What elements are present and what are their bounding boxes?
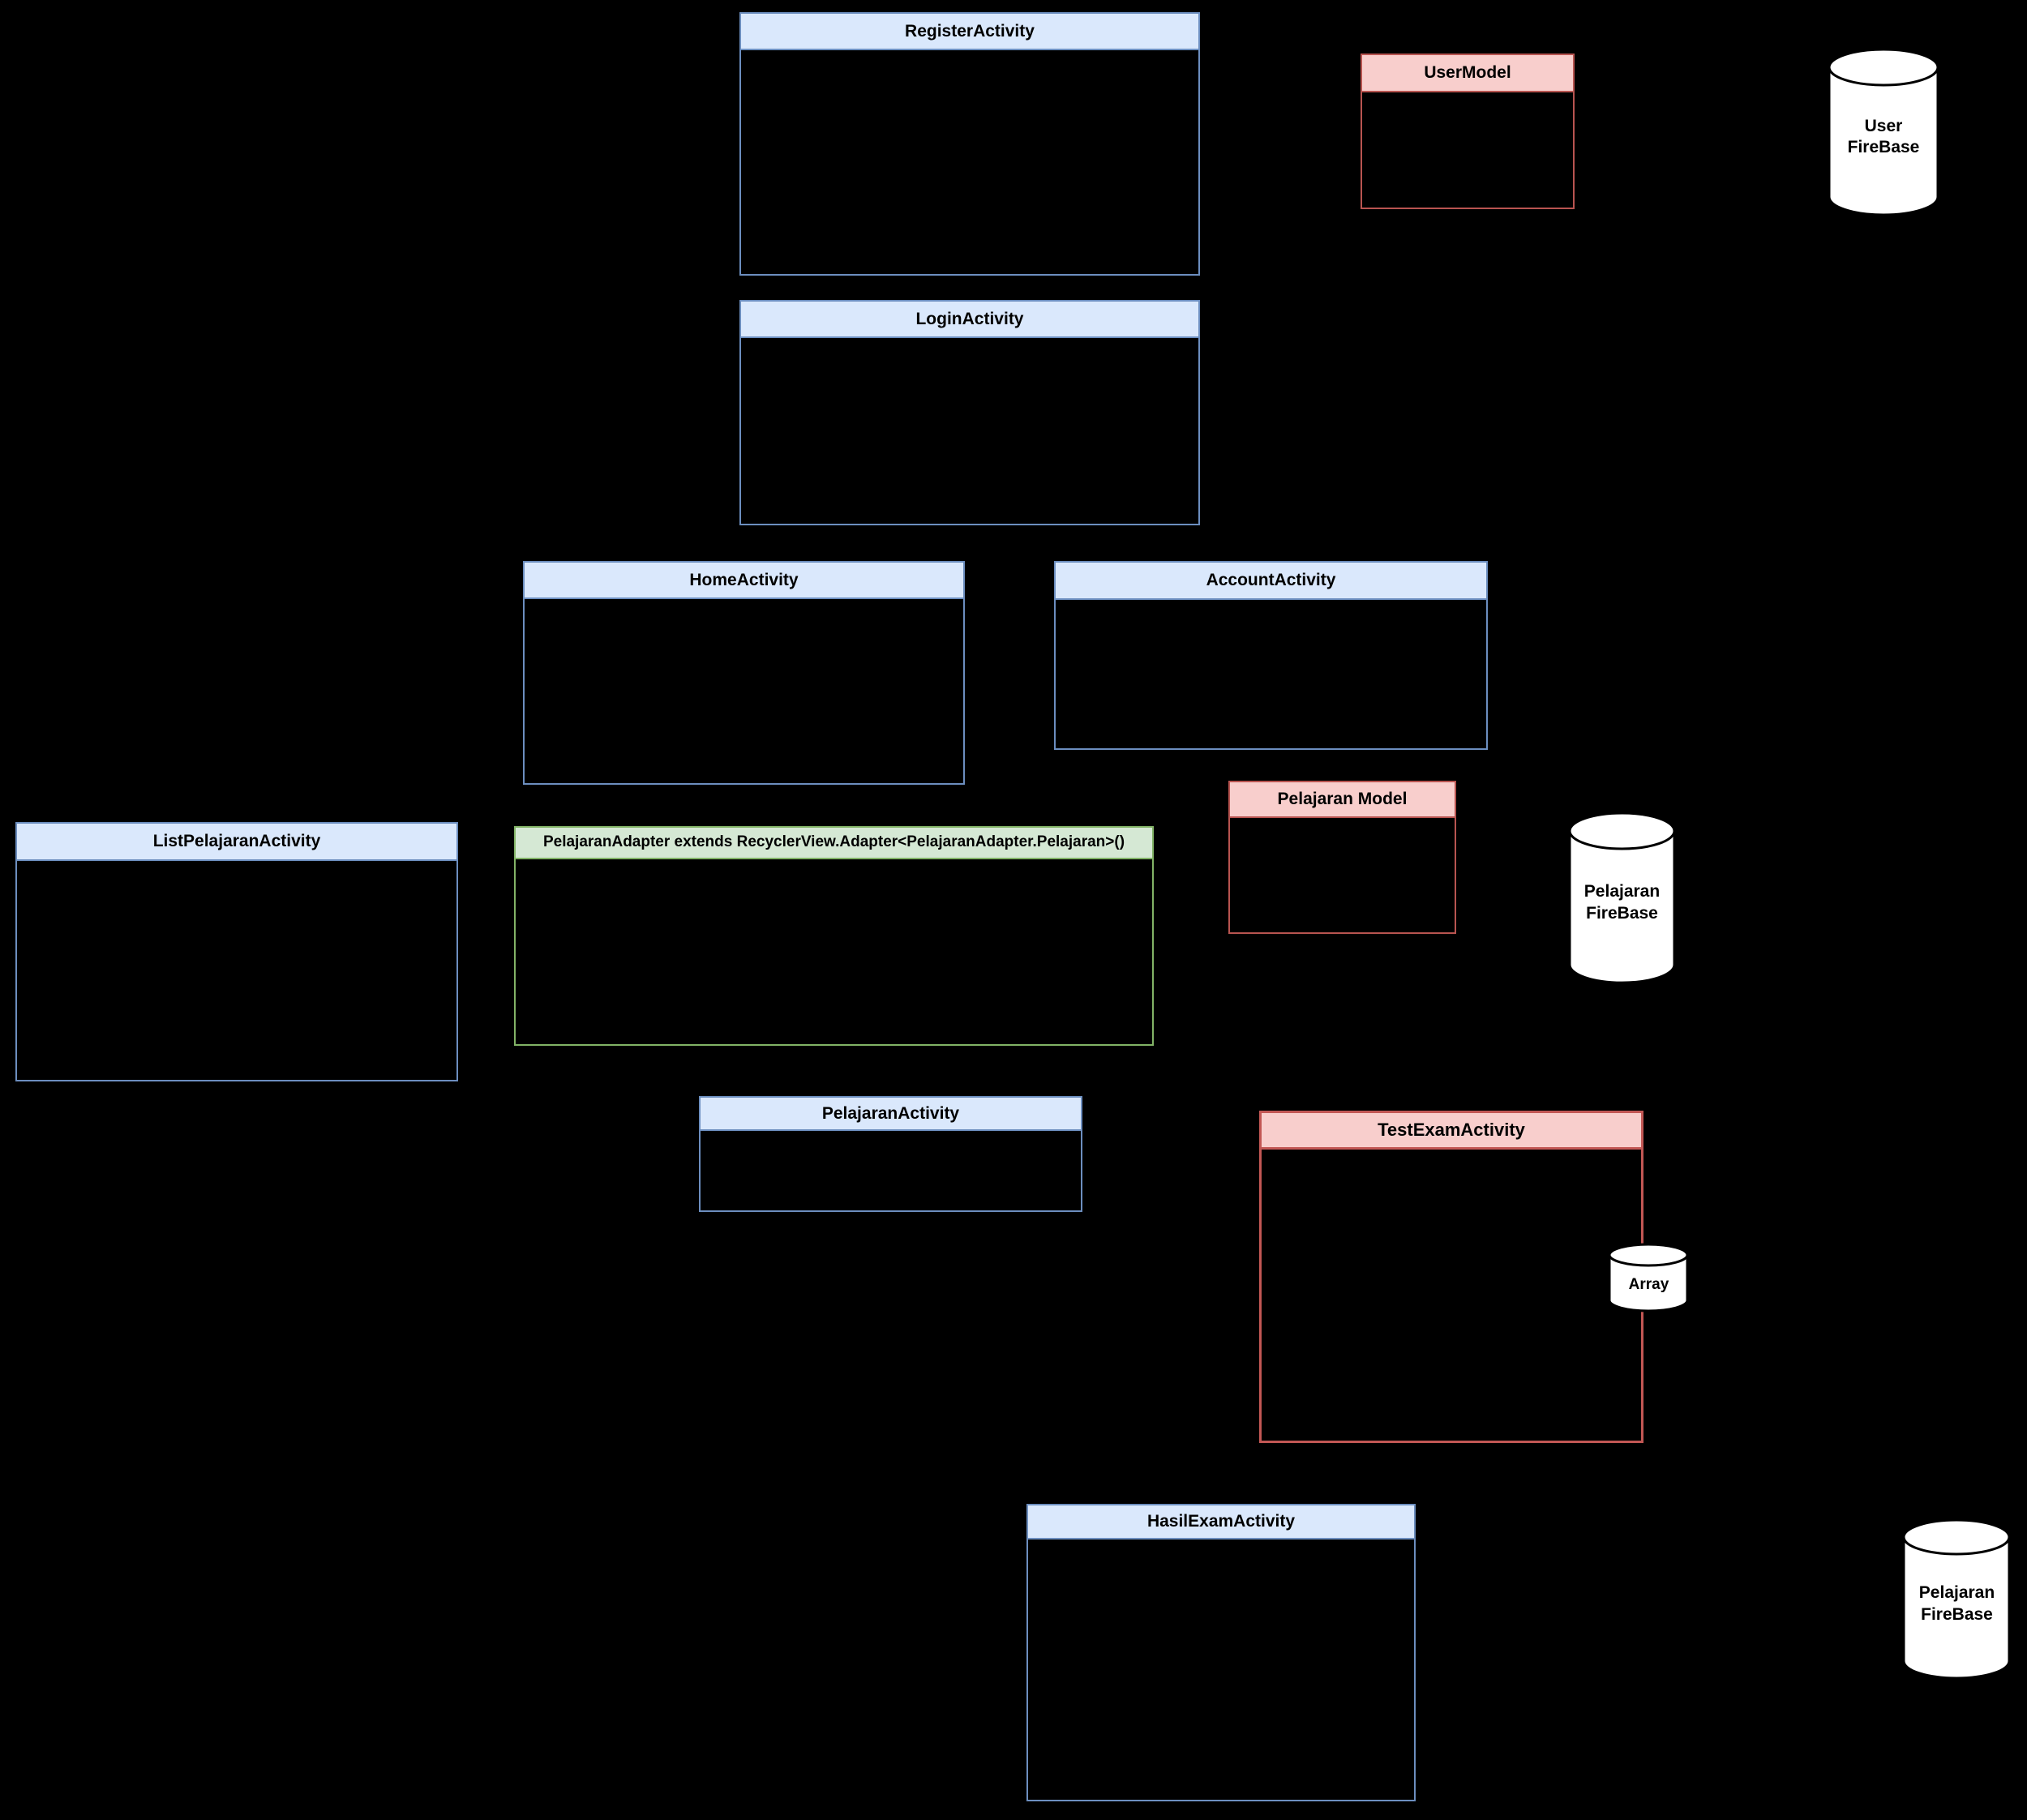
database-label-pelajaran-firebase-2: Pelajaran FireBase: [1918, 1583, 1995, 1624]
database-cylinder-icon: [1902, 1518, 2011, 1680]
class-body-home-activity: [525, 599, 963, 783]
database-pelajaran-firebase: Pelajaran FireBase: [1567, 811, 1677, 985]
class-title-home-activity: HomeActivity: [525, 563, 963, 599]
class-title-user-model: UserModel: [1362, 55, 1573, 92]
class-box-login-activity: LoginActivity: [739, 300, 1200, 525]
class-box-register-activity: RegisterActivity: [739, 12, 1200, 276]
class-body-user-model: [1362, 92, 1573, 208]
class-body-test-exam-activity: [1262, 1150, 1641, 1441]
database-array: Array: [1607, 1242, 1691, 1313]
class-box-pelajaran-model: Pelajaran Model: [1228, 781, 1456, 934]
database-label-array: Array: [1628, 1276, 1669, 1294]
database-label-pelajaran-firebase: Pelajaran FireBase: [1583, 882, 1661, 923]
database-label-user-firebase: User FireBase: [1847, 117, 1920, 157]
class-box-list-pelajaran-activity: ListPelajaranActivity: [15, 822, 458, 1081]
class-body-list-pelajaran-activity: [17, 861, 456, 1080]
class-title-account-activity: AccountActivity: [1056, 563, 1486, 600]
database-pelajaran-firebase-2: Pelajaran FireBase: [1901, 1518, 2012, 1681]
database-cylinder-icon: [1608, 1243, 1689, 1313]
class-body-pelajaran-adapter: [516, 859, 1152, 1044]
class-box-hasil-exam-activity: HasilExamActivity: [1026, 1504, 1416, 1801]
class-title-pelajaran-model: Pelajaran Model: [1230, 782, 1455, 818]
class-body-pelajaran-model: [1230, 818, 1455, 932]
database-user-firebase: User FireBase: [1827, 47, 1940, 217]
class-title-test-exam-activity: TestExamActivity: [1262, 1113, 1641, 1150]
class-title-pelajaran-adapter: PelajaranAdapter extends RecyclerView.Ad…: [516, 828, 1152, 859]
class-box-home-activity: HomeActivity: [523, 561, 965, 785]
class-title-list-pelajaran-activity: ListPelajaranActivity: [17, 824, 456, 861]
class-box-pelajaran-adapter: PelajaranAdapter extends RecyclerView.Ad…: [514, 826, 1154, 1046]
class-box-user-model: UserModel: [1361, 54, 1575, 209]
class-title-pelajaran-activity: PelajaranActivity: [701, 1098, 1081, 1131]
class-body-register-activity: [741, 50, 1198, 274]
class-box-test-exam-activity: TestExamActivity: [1259, 1111, 1643, 1443]
class-body-account-activity: [1056, 600, 1486, 748]
class-body-login-activity: [741, 338, 1198, 524]
database-cylinder-icon: [1828, 48, 1939, 216]
class-box-account-activity: AccountActivity: [1054, 561, 1488, 750]
class-body-hasil-exam-activity: [1028, 1540, 1414, 1800]
database-cylinder-icon: [1568, 812, 1676, 984]
class-title-hasil-exam-activity: HasilExamActivity: [1028, 1505, 1414, 1540]
class-box-pelajaran-activity: PelajaranActivity: [699, 1096, 1082, 1212]
class-title-register-activity: RegisterActivity: [741, 14, 1198, 50]
class-body-pelajaran-activity: [701, 1131, 1081, 1210]
class-title-login-activity: LoginActivity: [741, 302, 1198, 338]
